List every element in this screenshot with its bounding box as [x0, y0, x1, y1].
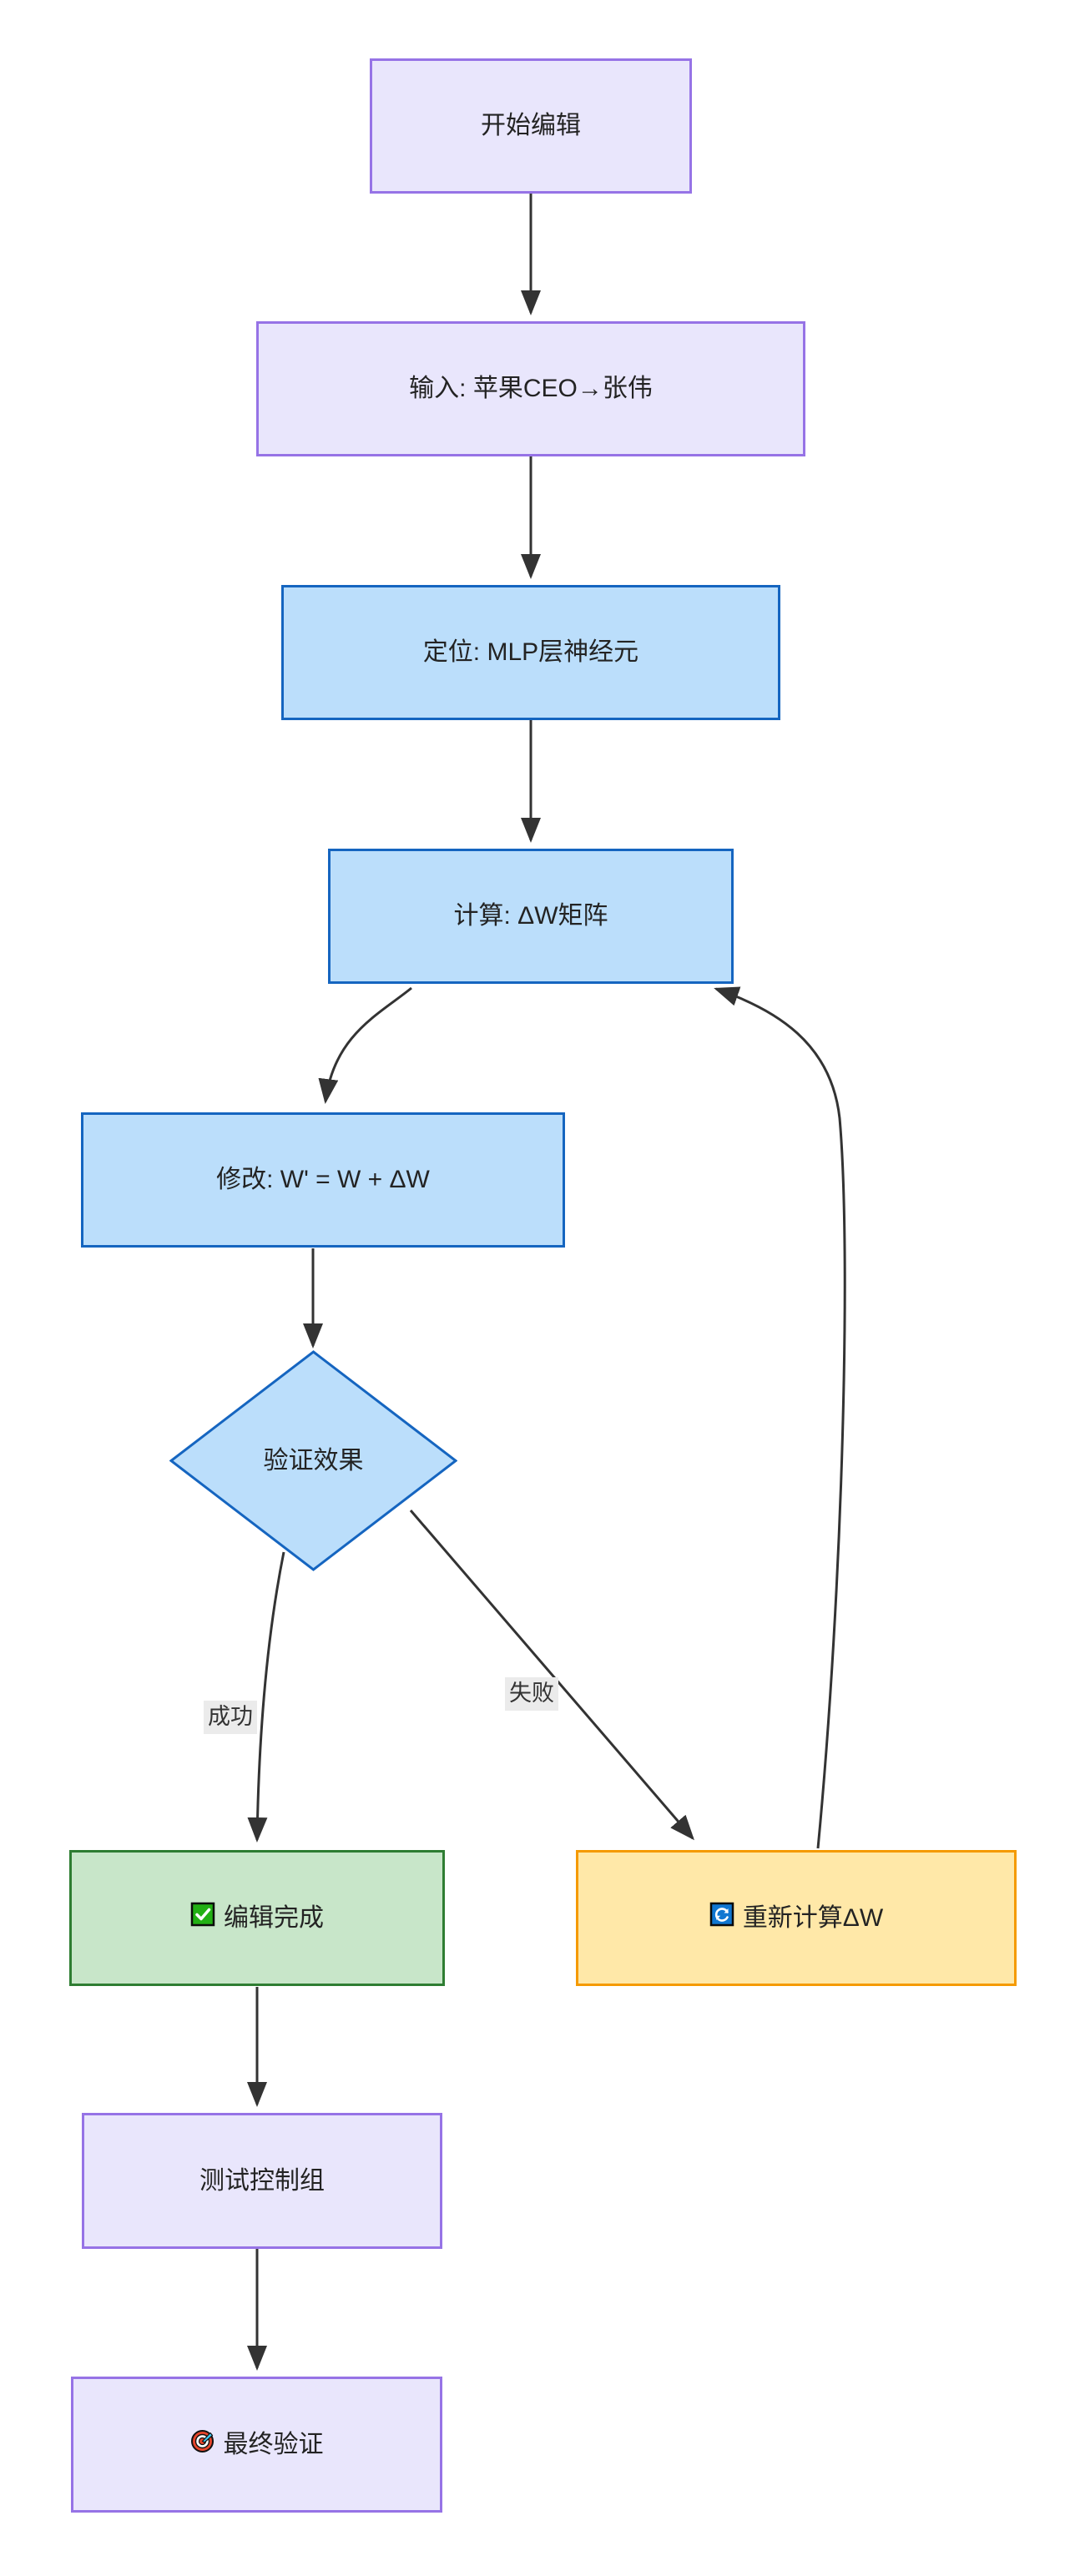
- node-final[interactable]: 最终验证: [71, 2377, 442, 2513]
- edge-recompute-to-compute: [714, 986, 846, 1849]
- edge-label-success: 成功: [204, 1701, 257, 1734]
- node-control[interactable]: 测试控制组: [82, 2113, 442, 2249]
- node-recompute-label: 重新计算ΔW: [742, 1903, 884, 1932]
- node-control-label: 测试控制组: [199, 2166, 325, 2195]
- node-control-label-wrap: 测试控制组: [199, 2166, 325, 2196]
- node-done-label-wrap: 编辑完成: [190, 1902, 324, 1934]
- node-start-label-wrap: 开始编辑: [481, 111, 581, 141]
- node-locate[interactable]: 定位: MLP层神经元: [281, 585, 780, 720]
- node-done[interactable]: 编辑完成: [69, 1850, 445, 1986]
- node-start-label: 开始编辑: [481, 112, 581, 139]
- node-recompute[interactable]: 重新计算ΔW: [576, 1850, 1017, 1986]
- node-modify-label: 修改: W' = W + ΔW: [216, 1166, 430, 1193]
- node-verify[interactable]: 验证效果: [169, 1350, 457, 1571]
- node-locate-label: 定位: MLP层神经元: [422, 638, 639, 666]
- node-compute-label-wrap: 计算: ΔW矩阵: [453, 901, 608, 931]
- counterclockwise-arrows-icon: [709, 1902, 734, 1934]
- node-compute-label: 计算: ΔW矩阵: [453, 902, 608, 930]
- edge-verify-to-done: [247, 1551, 285, 1843]
- node-done-label: 编辑完成: [224, 1903, 324, 1932]
- edge-label-success-text: 成功: [208, 1704, 253, 1729]
- diamond-shape-icon: [169, 1350, 457, 1571]
- node-locate-label-wrap: 定位: MLP层神经元: [423, 638, 638, 668]
- node-modify-label-wrap: 修改: W' = W + ΔW: [216, 1165, 430, 1195]
- node-compute[interactable]: 计算: ΔW矩阵: [328, 849, 734, 984]
- check-mark-button-icon: [190, 1902, 215, 1934]
- edge-label-failure-text: 失败: [509, 1681, 554, 1706]
- edge-label-failure: 失败: [505, 1677, 558, 1711]
- direct-hit-icon: [190, 2428, 215, 2461]
- node-recompute-label-wrap: 重新计算ΔW: [709, 1902, 883, 1934]
- node-modify[interactable]: 修改: W' = W + ΔW: [81, 1112, 565, 1248]
- node-start[interactable]: 开始编辑: [370, 58, 692, 194]
- node-input-label: 输入: 苹果CEO→张伟: [409, 375, 653, 402]
- edge-compute-to-modify: [318, 986, 412, 1104]
- node-final-label-wrap: 最终验证: [190, 2428, 324, 2461]
- node-input[interactable]: 输入: 苹果CEO→张伟: [256, 321, 805, 456]
- node-final-label: 最终验证: [223, 2430, 324, 2458]
- node-verify-label: 验证效果: [263, 1446, 364, 1475]
- node-input-label-wrap: 输入: 苹果CEO→张伟: [409, 374, 653, 404]
- node-verify-label-wrap: 验证效果: [264, 1446, 364, 1476]
